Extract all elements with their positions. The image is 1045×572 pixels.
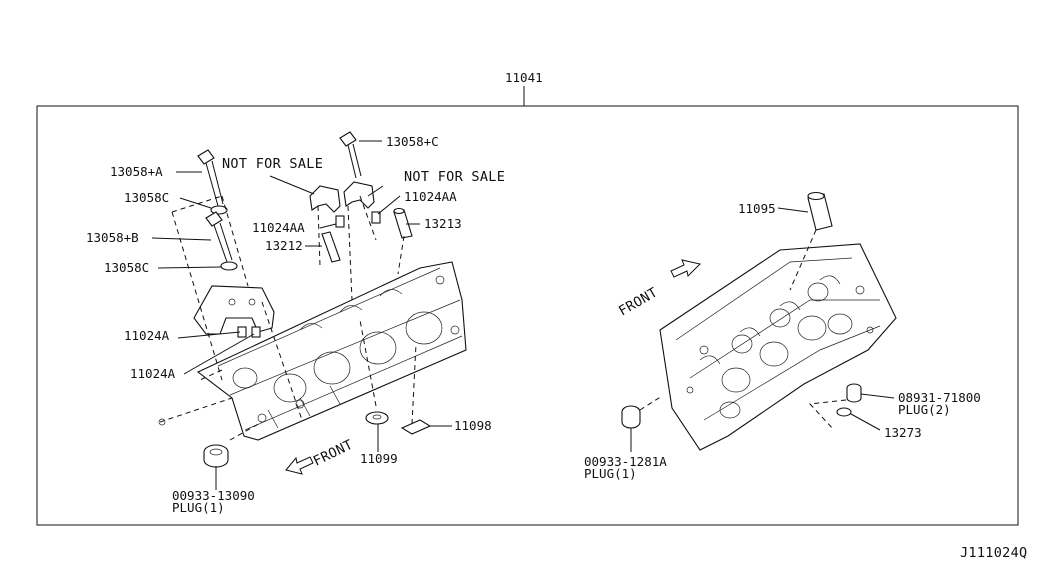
washer-13058c-top[interactable] xyxy=(210,205,228,215)
label-not-for-sale-left: NOT FOR SALE xyxy=(222,156,323,172)
label-13273[interactable]: 13273 xyxy=(884,425,922,440)
assembly-frame xyxy=(36,105,1019,526)
label-11024aa-right[interactable]: 11024AA xyxy=(404,189,457,204)
right-cylinder-head[interactable] xyxy=(659,243,897,451)
label-13058c-right[interactable]: 13058+C xyxy=(386,134,439,149)
label-13212[interactable]: 13212 xyxy=(265,238,303,253)
guide-dashes-left xyxy=(159,195,417,441)
plug-left[interactable] xyxy=(203,444,229,468)
label-front-right: FRONT xyxy=(616,285,660,320)
label-plug-right-name: PLUG(1) xyxy=(584,466,637,481)
label-front-left: FRONT xyxy=(311,437,356,470)
hole-marker xyxy=(158,418,166,426)
bolt-13058b[interactable] xyxy=(205,211,233,263)
tube-11095[interactable] xyxy=(807,191,833,231)
dowel-11024aa-right[interactable] xyxy=(371,211,381,224)
label-13058c-top[interactable]: 13058C xyxy=(124,190,169,205)
front-arrow-left xyxy=(285,456,314,475)
label-11095[interactable]: 11095 xyxy=(738,201,776,216)
plug-right[interactable] xyxy=(621,405,641,429)
cam-cap-left[interactable] xyxy=(309,185,341,213)
label-13058c-mid[interactable]: 13058C xyxy=(104,260,149,275)
front-arrow-right xyxy=(670,259,701,278)
label-plug-right-2-name: PLUG(2) xyxy=(898,402,951,417)
label-11024a-lower[interactable]: 11024A xyxy=(130,366,176,381)
washer-13273[interactable] xyxy=(836,407,852,417)
assembly-number[interactable]: 11041 xyxy=(505,70,543,85)
guide-dashes-right xyxy=(639,229,847,431)
diagram-code: J111024Q xyxy=(960,545,1027,561)
label-11024aa-left[interactable]: 11024AA xyxy=(252,220,305,235)
bolt-13058c-right[interactable] xyxy=(339,131,362,179)
leaders-right xyxy=(630,207,895,452)
tube-13212[interactable] xyxy=(321,231,341,263)
label-11024a-upper[interactable]: 11024A xyxy=(124,328,170,343)
label-13213[interactable]: 13213 xyxy=(424,216,462,231)
label-13058a[interactable]: 13058+A xyxy=(110,164,163,179)
dowel-11024aa-left[interactable] xyxy=(335,215,345,228)
dowel-11024a-lower[interactable] xyxy=(251,326,261,338)
washer-13058c-mid[interactable] xyxy=(220,261,238,271)
label-11099[interactable]: 11099 xyxy=(360,451,398,466)
seal-11098[interactable] xyxy=(400,419,432,435)
seal-11099[interactable] xyxy=(365,411,389,425)
label-plug-right-2-number[interactable]: 08931-71800 xyxy=(898,390,981,405)
cam-cap-right[interactable] xyxy=(343,181,375,209)
label-plug-left-number[interactable]: 00933-13090 xyxy=(172,488,255,503)
label-plug-right-number[interactable]: 00933-1281A xyxy=(584,454,667,469)
leaders-left xyxy=(151,140,452,490)
bolt-13058a[interactable] xyxy=(197,149,224,207)
tube-13213[interactable] xyxy=(393,207,413,239)
plug-right-2[interactable] xyxy=(846,383,862,403)
label-not-for-sale-right: NOT FOR SALE xyxy=(404,169,505,185)
left-cylinder-head[interactable] xyxy=(196,261,467,441)
label-13058b[interactable]: 13058+B xyxy=(86,230,139,245)
label-11098[interactable]: 11098 xyxy=(454,418,492,433)
label-plug-left-name: PLUG(1) xyxy=(172,500,225,515)
